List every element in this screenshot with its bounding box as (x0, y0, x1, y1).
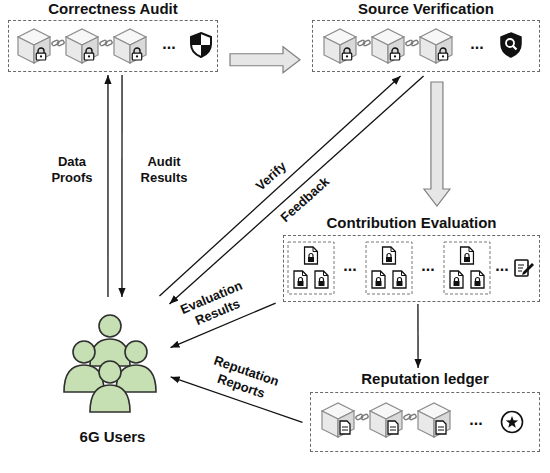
locked-document (372, 271, 385, 288)
lock-icon (84, 48, 93, 60)
ellipsis-mark: ... (162, 36, 175, 52)
block-cube (372, 29, 404, 63)
block-cube (420, 29, 452, 63)
stage-box: Correctness Audit (8, 0, 218, 72)
flow-arrow (230, 47, 300, 73)
node-title: 6G Users (60, 428, 165, 446)
block-cube (370, 403, 402, 437)
stage-box: Reputation ledger (310, 370, 540, 452)
lock-icon (36, 48, 45, 60)
dashed-frame (8, 20, 218, 72)
chain-link (405, 40, 418, 47)
flow-arrow (424, 82, 450, 206)
document-icon (388, 421, 398, 434)
chain-link (51, 40, 64, 47)
edge-label: Data Proofs (44, 154, 100, 186)
connector-arrow (121, 75, 122, 297)
edge-label: Audit Results (134, 154, 194, 186)
search-shield-icon (501, 33, 521, 57)
block-cube (324, 29, 356, 63)
connector-arrow (417, 304, 418, 368)
block-cube (66, 29, 98, 63)
group-frame (366, 242, 412, 294)
locked-document (461, 247, 474, 264)
stage-box: Source Verification (312, 0, 540, 72)
ellipsis-mark: ... (470, 36, 483, 52)
chain-link (99, 40, 112, 47)
ellipsis-mark: ... (495, 258, 508, 274)
star-badge (502, 412, 523, 433)
chain-link (403, 414, 416, 421)
chain-link (357, 40, 370, 47)
node-title: Correctness Audit (8, 0, 218, 18)
lock-icon (132, 48, 141, 60)
locked-document (315, 271, 328, 288)
document-icon (340, 421, 350, 434)
node-title: Contribution Evaluation (283, 214, 540, 232)
locked-document (383, 247, 396, 264)
edge-label: Reputation Reports (199, 350, 289, 408)
lock-icon (438, 48, 447, 60)
connector-arrow (159, 76, 400, 296)
ellipsis-mark: ... (343, 258, 356, 274)
dashed-frame (312, 20, 540, 72)
document-icon (436, 421, 446, 434)
ellipsis-mark: ... (421, 258, 434, 274)
edit-icon (515, 260, 534, 276)
users-icon (64, 315, 156, 412)
shield-icon (191, 33, 211, 57)
lock-icon (390, 48, 399, 60)
connector-arrow (107, 75, 108, 297)
node-title: Source Verification (312, 0, 540, 18)
chain-link (355, 414, 368, 421)
block-cube (114, 29, 146, 63)
block-cube (18, 29, 50, 63)
group-frame (288, 242, 334, 294)
block-cube (418, 403, 450, 437)
locked-document (450, 271, 463, 288)
connector-arrow (169, 76, 423, 304)
group-frame (444, 242, 490, 294)
ellipsis-mark: ... (469, 412, 482, 428)
edge-label: Evaluation Results (170, 274, 260, 336)
user-group: 6G Users (60, 300, 165, 450)
locked-document (393, 271, 406, 288)
dashed-frame (310, 392, 540, 452)
node-title: Reputation ledger (310, 370, 540, 388)
block-cube (322, 403, 354, 437)
lock-icon (342, 48, 351, 60)
locked-document (305, 247, 318, 264)
locked-document (294, 271, 307, 288)
locked-document (471, 271, 484, 288)
